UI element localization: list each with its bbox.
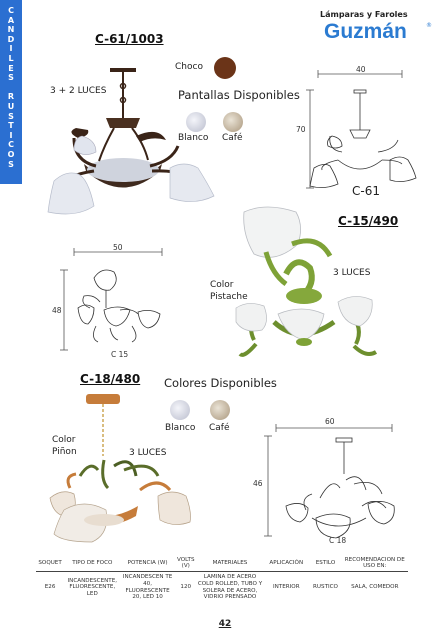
brand-tagline: Lámparas y Faroles bbox=[320, 10, 408, 19]
shade-cafe-swatch bbox=[223, 112, 243, 132]
specifications-table: SOQUET TIPO DE FOCO POTENCIA (W) VOLTS (… bbox=[36, 555, 408, 603]
drawing-c61 bbox=[306, 70, 417, 189]
product-lights-c15: 3 LUCES bbox=[333, 268, 371, 278]
color-option-cafe: Café bbox=[209, 423, 230, 433]
sidebar-letter: E bbox=[8, 63, 14, 73]
choco-swatch bbox=[214, 57, 236, 79]
sidebar-letter: I bbox=[9, 44, 13, 54]
sidebar-letter: C bbox=[8, 140, 14, 150]
sidebar-letter: R bbox=[7, 92, 15, 102]
colors-title: Colores Disponibles bbox=[164, 376, 277, 390]
c15-width-dim: 50 bbox=[113, 243, 123, 252]
sidebar-letter: N bbox=[7, 25, 15, 35]
product-code-c15: C-15/490 bbox=[338, 214, 399, 228]
spec-header-volts: VOLTS (V) bbox=[174, 555, 197, 573]
sidebar-letter: L bbox=[8, 53, 14, 63]
shade-blanco-swatch bbox=[186, 112, 206, 132]
spec-cell-estilo: RUSTICO bbox=[313, 584, 338, 591]
c15-height-dim: 48 bbox=[52, 306, 62, 315]
sidebar-letter: C bbox=[8, 6, 14, 15]
spec-cell-potencia: INCANDESCEN TE 40, FLUORESCENTE 20, LED … bbox=[122, 574, 173, 601]
finish-choco-label: Choco bbox=[175, 62, 203, 72]
lamp-c15-photo bbox=[235, 206, 378, 357]
sidebar-letter: S bbox=[8, 159, 14, 169]
sidebar-letter: A bbox=[7, 15, 15, 25]
c15-color-label: Color Pistache bbox=[210, 279, 270, 303]
color-cafe-swatch bbox=[210, 400, 230, 420]
spec-header-estilo: ESTILO bbox=[309, 555, 342, 573]
sidebar-letter: S bbox=[8, 73, 14, 83]
shades-title: Pantallas Disponibles bbox=[178, 88, 300, 102]
shade-option-cafe: Café bbox=[222, 133, 243, 143]
product-code-c18: C-18/480 bbox=[80, 372, 141, 386]
drawing-c15 bbox=[60, 248, 163, 351]
sidebar-letter: T bbox=[8, 121, 14, 131]
spec-cell-aplicacion: INTERIOR bbox=[272, 584, 300, 591]
c18-height-dim: 46 bbox=[253, 479, 263, 488]
product-code-c61: C-61/1003 bbox=[95, 32, 164, 46]
drawing-c18 bbox=[264, 424, 395, 539]
lamp-c61-photo bbox=[47, 68, 215, 215]
spec-cell-soquet: E26 bbox=[44, 584, 56, 591]
sidebar-letter bbox=[10, 83, 13, 93]
spec-cell-tipo-foco: INCANDESCENTE, FLUORESCENTE, LED bbox=[67, 577, 118, 598]
sidebar-letter: I bbox=[9, 130, 13, 140]
spec-cell-recomendacion: SALA, COMEDOR bbox=[351, 584, 399, 591]
product-lights-c18: 3 LUCES bbox=[129, 448, 167, 458]
page-number: 42 bbox=[218, 619, 232, 629]
spec-cell-materiales: LAMINA DE ACERO COLD ROLLED, TUBO Y SOLE… bbox=[197, 574, 263, 601]
sidebar-letter: O bbox=[7, 149, 15, 159]
c18-color-text: Color Piñon bbox=[52, 435, 77, 457]
sidebar-letter: S bbox=[8, 111, 14, 121]
sidebar-letter: U bbox=[7, 101, 15, 111]
color-blanco-swatch bbox=[170, 400, 190, 420]
registered-mark: ® bbox=[426, 22, 432, 29]
brand-name: Guzmán bbox=[324, 20, 407, 43]
c61-drawing-label: C-61 bbox=[352, 184, 380, 198]
spec-header-potencia: POTENCIA (W) bbox=[120, 555, 175, 573]
lamp-c18-photo bbox=[49, 394, 191, 543]
brand-logo: Lámparas y Faroles Guzmán ® bbox=[316, 10, 438, 54]
spec-header-soquet: SOQUET bbox=[36, 555, 65, 573]
c18-color-label: Color Piñon bbox=[52, 434, 96, 458]
spec-header-materiales: MATERIALES bbox=[196, 555, 264, 573]
c18-width-dim: 60 bbox=[325, 417, 335, 426]
product-lights-c61: 3 + 2 LUCES bbox=[50, 86, 107, 96]
spec-cell-volts: 120 bbox=[180, 584, 192, 591]
c61-width-dim: 40 bbox=[356, 65, 366, 74]
spec-header-tipo-foco: TIPO DE FOCO bbox=[64, 555, 121, 573]
c18-drawing-label: C 18 bbox=[329, 536, 347, 545]
spec-header-aplicacion: APLICACIÓN bbox=[263, 555, 310, 573]
spec-header-recomendacion: RECOMENDACION DE USO EN: bbox=[341, 555, 408, 573]
table-row: E26 INCANDESCENTE, FLUORESCENTE, LED INC… bbox=[36, 572, 408, 603]
shade-option-blanco: Blanco bbox=[178, 133, 209, 143]
c15-color-text: Color Pistache bbox=[210, 280, 248, 302]
color-option-blanco: Blanco bbox=[165, 423, 196, 433]
c15-drawing-label: C 15 bbox=[111, 350, 129, 359]
sidebar-letter: D bbox=[7, 34, 15, 44]
spec-header-row: SOQUET TIPO DE FOCO POTENCIA (W) VOLTS (… bbox=[36, 555, 408, 573]
c61-height-dim: 70 bbox=[296, 125, 306, 134]
